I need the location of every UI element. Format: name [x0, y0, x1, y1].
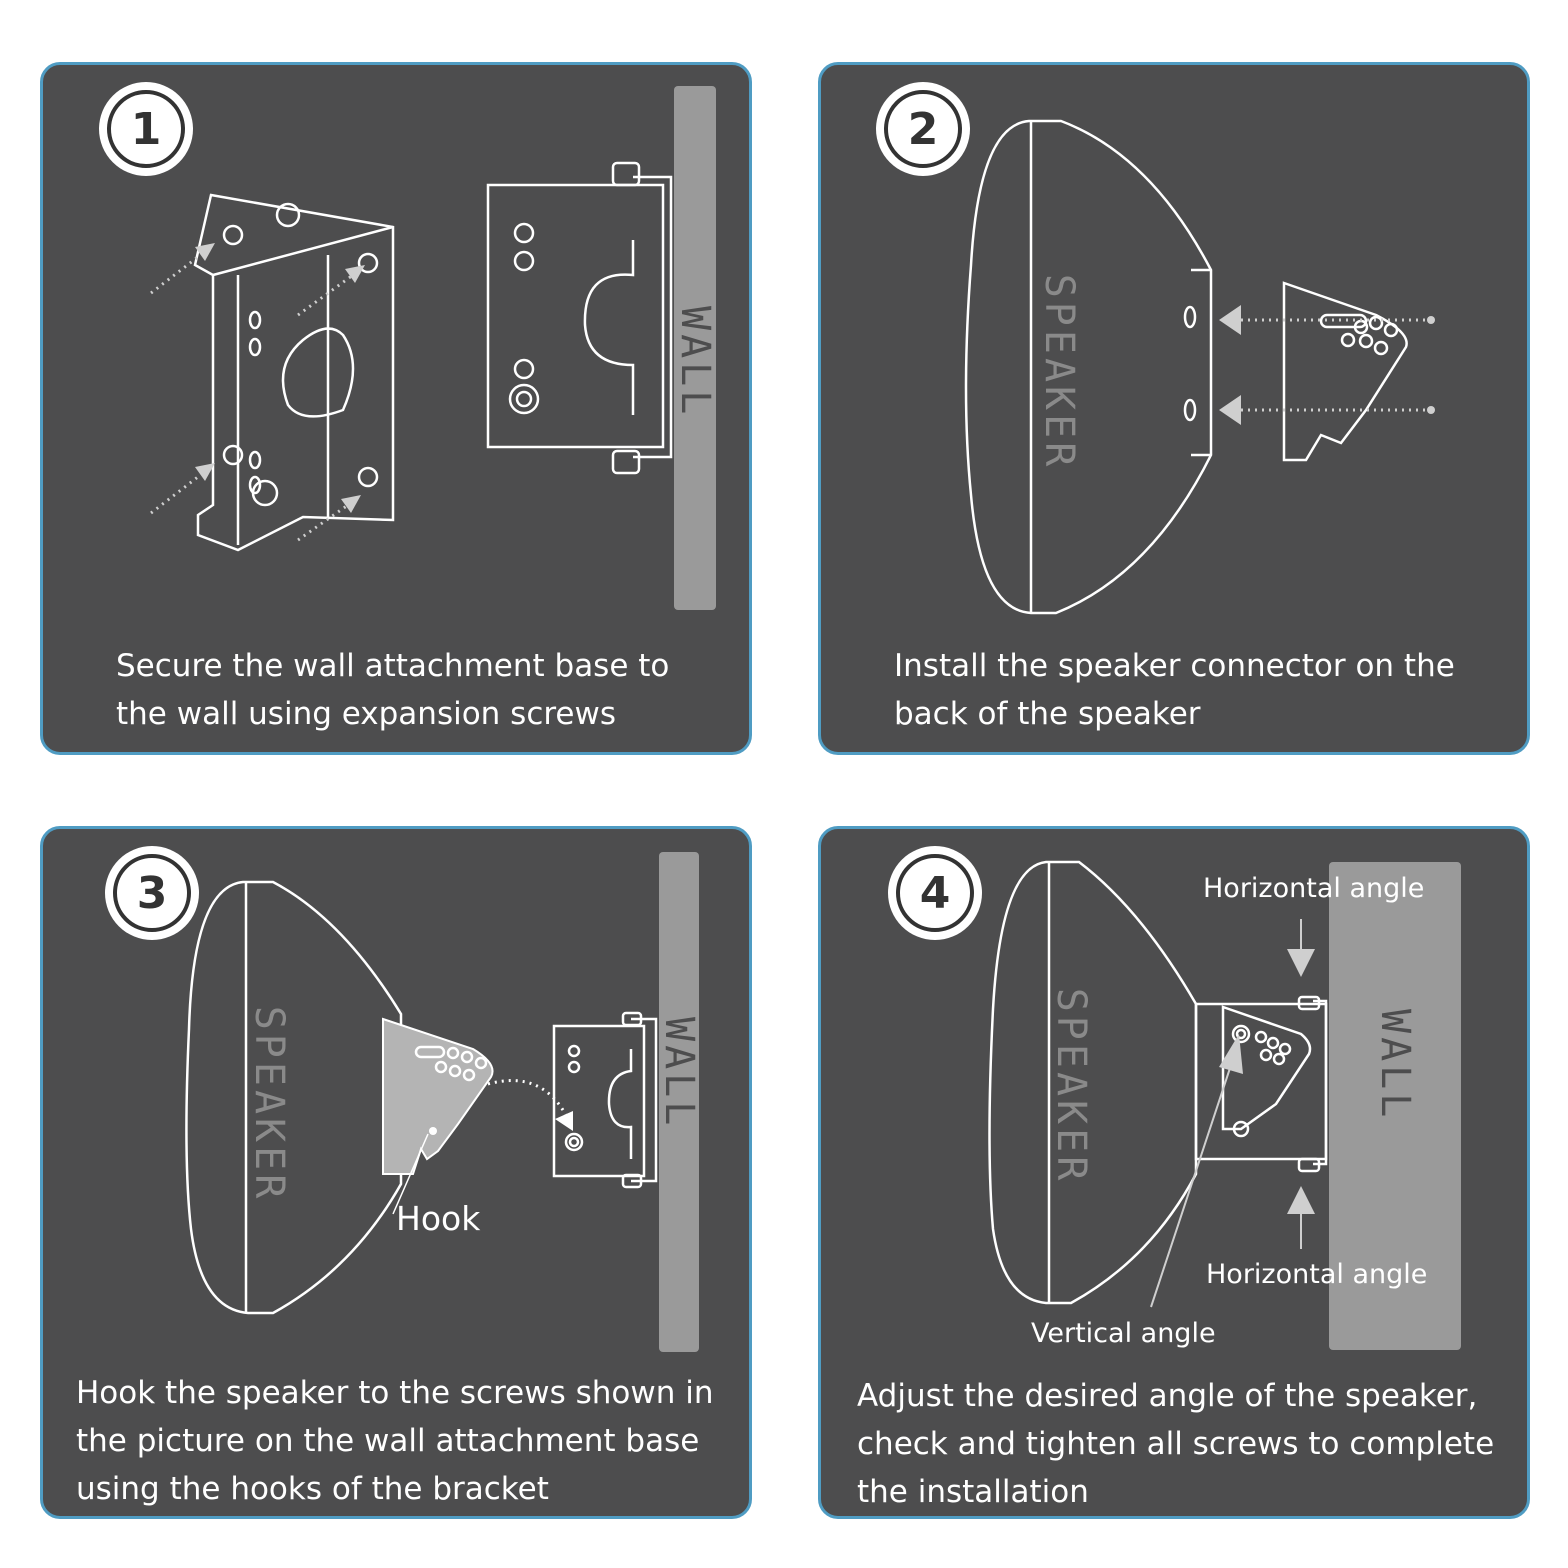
- step-caption: Install the speaker connector on the bac…: [894, 648, 1455, 732]
- step-caption: Hook the speaker to the screws shown in …: [76, 1375, 714, 1507]
- hook-arrow: [487, 1079, 570, 1120]
- step-4-panel: SPEAKER WALL Horizontal angle Horizontal…: [818, 826, 1530, 1519]
- wall-bar: [659, 852, 699, 1352]
- wall-label: WALL: [1372, 1009, 1418, 1122]
- hook-label: Hook: [396, 1199, 481, 1238]
- speaker-bracket: [1194, 995, 1328, 1173]
- step-number-badge: 3: [105, 846, 199, 940]
- speaker-label: SPEAKER: [1048, 987, 1094, 1185]
- step-number-badge: 1: [99, 82, 193, 176]
- wall-base-perspective: [193, 193, 395, 552]
- speaker-bracket: [382, 1017, 494, 1175]
- screw-arrows: [150, 251, 354, 542]
- step-caption: Secure the wall attachment base to the w…: [116, 648, 670, 732]
- step-2-illustration: [964, 119, 1435, 615]
- horizontal-angle-label-bottom: Horizontal angle: [1206, 1259, 1428, 1290]
- step-3-panel: SPEAKER WALL Hook 3 Hook the speaker to …: [40, 826, 752, 1519]
- step-number: 4: [896, 854, 974, 932]
- wall-label: WALL: [656, 1017, 702, 1130]
- speaker-outline: [964, 119, 1213, 615]
- wall-bar: [1329, 862, 1461, 1350]
- wall-label: WALL: [672, 306, 718, 419]
- step-1-illustration: [150, 86, 716, 610]
- step-caption: Adjust the desired angle of the speaker,…: [857, 1378, 1495, 1510]
- step-number: 3: [113, 854, 191, 932]
- step-number-badge: 2: [876, 82, 970, 176]
- wall-base-side-view: [486, 161, 673, 475]
- step-number: 1: [107, 90, 185, 168]
- step-number-badge: 4: [888, 846, 982, 940]
- vertical-angle-label: Vertical angle: [1031, 1318, 1216, 1349]
- speaker-connector: [1282, 281, 1408, 462]
- wall-bar: [674, 86, 716, 610]
- speaker-label: SPEAKER: [246, 1005, 292, 1203]
- wall-base-side-view: [552, 1011, 658, 1189]
- step-number: 2: [884, 90, 962, 168]
- step-3-illustration: [185, 852, 699, 1352]
- step-4-illustration: [988, 860, 1461, 1350]
- speaker-outline: [988, 860, 1198, 1305]
- horizontal-angle-label-top: Horizontal angle: [1203, 873, 1425, 904]
- step-1-panel: WALL 1 Secure the wall attachment base t…: [40, 62, 752, 755]
- speaker-outline: [185, 880, 403, 1315]
- speaker-label: SPEAKER: [1036, 273, 1082, 471]
- step-2-panel: SPEAKER 2 Install the speaker connector …: [818, 62, 1530, 755]
- angle-arrows: [1150, 919, 1315, 1308]
